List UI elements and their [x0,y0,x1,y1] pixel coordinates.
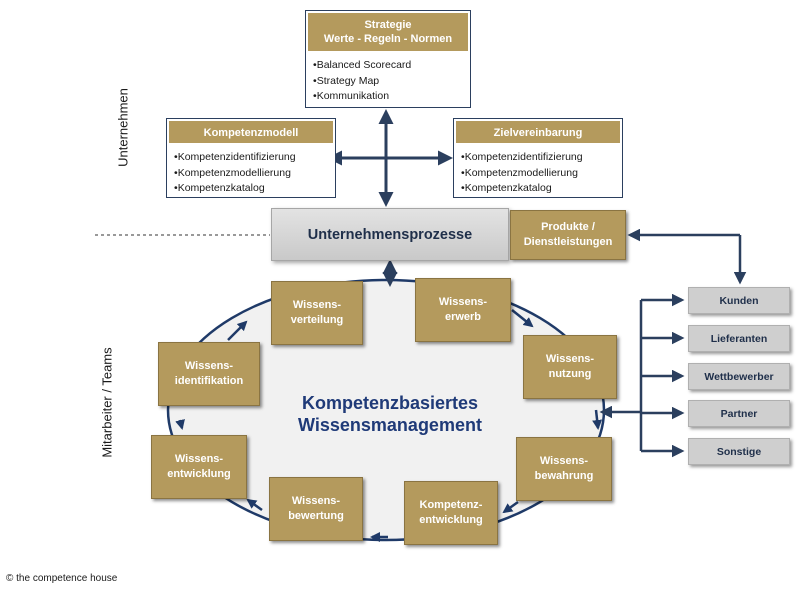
list-item: Kompetenzkatalog [174,181,335,197]
list-item: Kompetenzmodellierung [174,166,335,182]
cycle-wissenserwerb: Wissens- erwerb [415,278,511,342]
cycle-wissensverteilung: Wissens- verteilung [271,281,363,345]
stakeholder-bus [599,293,685,458]
cycle-arrow-3 [592,409,603,430]
center-title-line1: Kompetenzbasiertes [301,393,479,413]
cycle-wissensbewahrung: Wissens- bewahrung [516,437,612,501]
strategy-panel: Strategie Werte - Regeln - Normen Balanc… [305,10,471,108]
cycle-wissensbewertung: Wissens- bewertung [269,477,363,541]
zielvereinbarung-panel: Zielvereinbarung Kompetenzidentifizierun… [453,118,623,198]
list-item: Balanced Scorecard [313,58,470,74]
produkte-dienstleistungen-box: Produkte / Dienstleistungen [510,210,626,260]
stakeholder-wettbewerber: Wettbewerber [688,363,790,390]
list-item: Kompetenzidentifizierung [174,150,335,166]
cycle-arrow-6 [246,498,263,512]
cycle-arrow-2 [511,309,534,328]
kompetenzmodell-header: Kompetenzmodell [167,119,335,145]
copyright-text: © the competence house [6,573,118,584]
list-item: Kompetenzmodellierung [461,166,622,182]
unternehmensprozesse-box: Unternehmensprozesse [271,208,509,261]
list-item: Strategy Map [313,74,470,90]
strategy-title: Strategie [364,19,412,31]
center-title-line2: Wissensmanagement [298,415,482,435]
stakeholder-sonstige: Sonstige [688,438,790,465]
cycle-wissensentwicklung: Wissens- entwicklung [151,435,247,499]
list-item: Kompetenzkatalog [461,181,622,197]
cycle-arrow-4 [502,500,519,514]
stakeholder-kunden: Kunden [688,287,790,314]
stakeholder-partner: Partner [688,400,790,427]
cycle-kompetenzentwicklung: Kompetenz- entwicklung [404,481,498,545]
label-mitarbeiter-teams: Mitarbeiter / Teams [99,347,115,458]
top-connectors [327,109,453,287]
kompetenzmodell-panel: Kompetenzmodell Kompetenzidentifizierung… [166,118,336,198]
list-item: Kommunikation [313,89,470,105]
product-connector [627,228,747,285]
strategy-list: Balanced Scorecard Strategy Map Kommunik… [306,53,470,105]
zielvereinbarung-list: Kompetenzidentifizierung Kompetenzmodell… [454,145,622,197]
stakeholder-lieferanten: Lieferanten [688,325,790,352]
zielvereinbarung-header: Zielvereinbarung [454,119,622,145]
cycle-wissensnutzung: Wissens- nutzung [523,335,617,399]
strategy-header: Strategie Werte - Regeln - Normen [306,11,470,53]
cycle-arrow-7 [175,419,185,430]
center-title: Kompetenzbasiertes Wissensmanagement [280,392,500,436]
cycle-arrows [175,309,603,542]
cycle-arrow-1 [227,320,248,341]
list-item: Kompetenzidentifizierung [461,150,622,166]
strategy-subtitle: Werte - Regeln - Normen [323,33,453,45]
label-unternehmen: Unternehmen [115,88,131,167]
cycle-wissensidentifikation: Wissens- identifikation [158,342,260,406]
kompetenzmodell-list: Kompetenzidentifizierung Kompetenzmodell… [167,145,335,197]
